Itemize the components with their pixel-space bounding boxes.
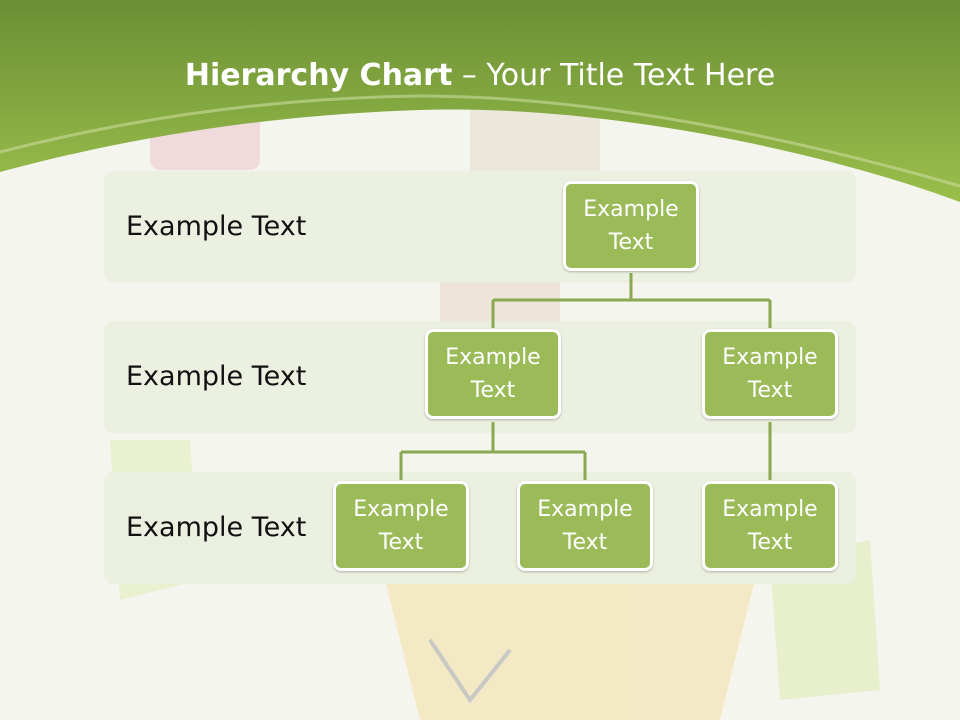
- node-leaf-1[interactable]: Example Text: [333, 481, 469, 571]
- node-mid-right-text: Example Text: [722, 345, 818, 403]
- node-leaf-2-text: Example Text: [537, 497, 633, 555]
- node-leaf-2[interactable]: Example Text: [517, 481, 653, 571]
- node-leaf-1-text: Example Text: [353, 497, 449, 555]
- node-root[interactable]: Example Text: [563, 181, 699, 271]
- node-root-text: Example Text: [583, 197, 679, 255]
- level-band-1: Example Text: [104, 171, 856, 283]
- slide-title: Hierarchy Chart – Your Title Text Here: [0, 54, 960, 98]
- node-mid-left-text: Example Text: [445, 345, 541, 403]
- title-rest: Your Title Text Here: [486, 58, 776, 93]
- node-leaf-3-text: Example Text: [722, 497, 818, 555]
- level-label-1: Example Text: [126, 211, 307, 242]
- title-bold: Hierarchy Chart: [184, 58, 453, 93]
- level-label-3: Example Text: [126, 512, 307, 543]
- node-mid-right[interactable]: Example Text: [702, 329, 838, 419]
- title-dash: –: [452, 58, 487, 93]
- level-label-2: Example Text: [126, 361, 307, 392]
- node-leaf-3[interactable]: Example Text: [702, 481, 838, 571]
- node-mid-left[interactable]: Example Text: [425, 329, 561, 419]
